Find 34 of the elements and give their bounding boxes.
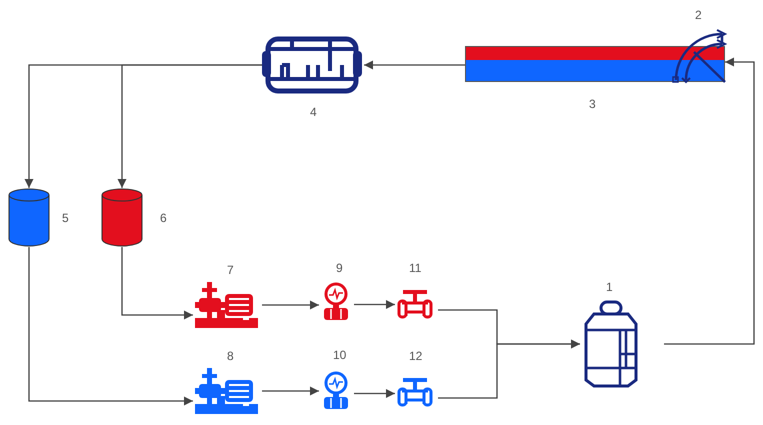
arrow [354, 389, 395, 398]
valve-icon [398, 378, 432, 406]
pressure-gauge-icon [322, 372, 350, 409]
arrow [354, 300, 395, 309]
arrow [262, 386, 319, 396]
callout-number: 6 [160, 211, 167, 225]
tank-cylinder [8, 188, 50, 247]
callout-number: 4 [310, 105, 317, 119]
callout-number: 3 [589, 97, 596, 111]
callout-number: 12 [409, 349, 422, 363]
callout-number: 9 [336, 261, 343, 275]
arrow [118, 64, 262, 188]
arrow [28, 247, 193, 406]
callout-number: 7 [227, 263, 234, 277]
callout-number: 1 [606, 280, 613, 294]
callout-number: 2 [695, 8, 702, 22]
valve-icon [398, 290, 432, 318]
callout-number: 11 [409, 261, 422, 275]
arrow [438, 340, 580, 399]
heat-exchanger-bar [465, 46, 725, 82]
pressure-gauge-icon [322, 283, 350, 320]
pump-icon [195, 368, 258, 414]
arrow [664, 58, 755, 345]
tank-cylinder [101, 188, 143, 247]
separator-vessel-icon [262, 35, 362, 95]
vessel-icon [584, 302, 638, 386]
callout-number: 5 [62, 211, 69, 225]
arrow [121, 247, 193, 320]
arrow [262, 300, 319, 310]
pump-icon [195, 282, 258, 328]
quadrant-arc-icon [672, 30, 727, 82]
callout-number: 10 [333, 348, 346, 362]
callout-number: 8 [227, 349, 234, 363]
arrow [364, 60, 465, 70]
